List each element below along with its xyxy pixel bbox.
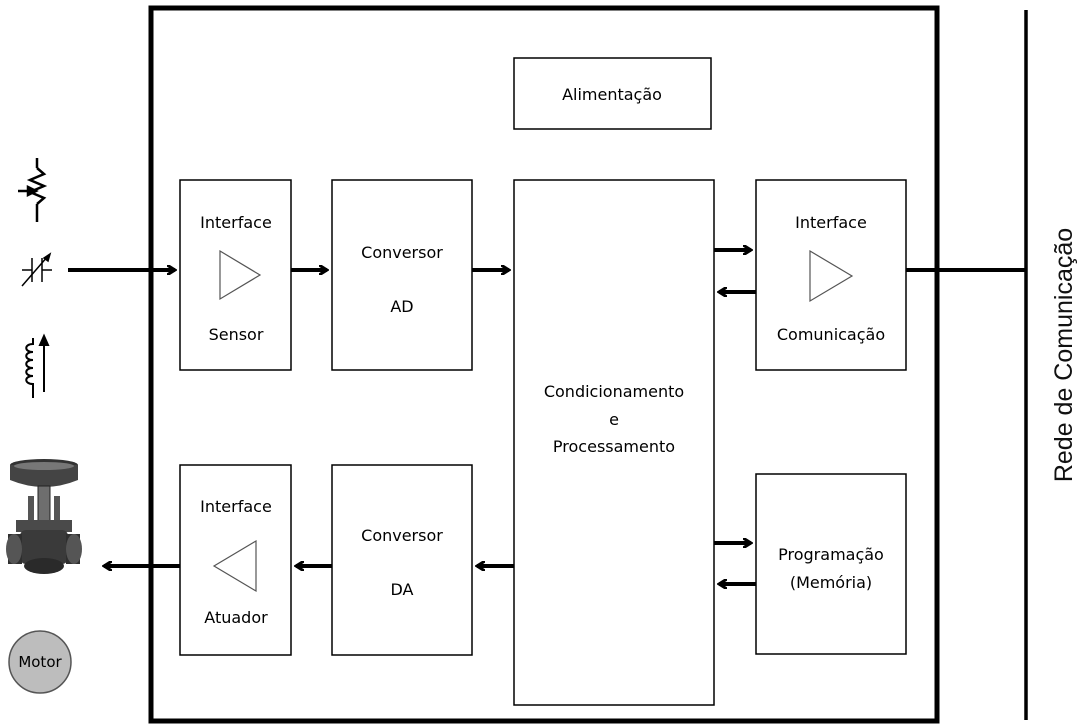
motor-label: Motor — [18, 653, 62, 671]
variable-inductor-icon — [25, 333, 50, 398]
control-valve-icon — [6, 459, 82, 574]
condicionamento-block: Condicionamento e Processamento — [513, 179, 715, 706]
interface-sensor-bottom-label: Sensor — [209, 325, 264, 344]
conversor-ad-bottom-label: AD — [390, 297, 413, 316]
motor-icon: Motor — [8, 630, 72, 694]
conversor-ad-top-label: Conversor — [361, 243, 443, 262]
device-enclosure — [148, 5, 940, 724]
programacao-block: Programação (Memória) — [755, 473, 907, 655]
alimentacao-block: Alimentação — [513, 57, 712, 130]
variable-capacitor-icon — [21, 252, 52, 287]
condicionamento-line3: Processamento — [553, 437, 675, 456]
interface-sensor-top-label: Interface — [200, 213, 272, 232]
conversor-da-block: Conversor DA — [331, 464, 473, 656]
amplifier-left-icon — [212, 539, 257, 593]
conversor-da-top-label: Conversor — [361, 526, 443, 545]
thermistor-icon — [18, 158, 48, 222]
amplifier-right-icon — [809, 249, 854, 303]
conversor-ad-block: Conversor AD — [331, 179, 473, 371]
conversor-da-bottom-label: DA — [391, 580, 414, 599]
interface-atuador-bottom-label: Atuador — [204, 608, 268, 627]
amplifier-right-icon — [219, 249, 262, 301]
interface-comunicacao-bottom-label: Comunicação — [777, 325, 885, 344]
programacao-line1: Programação — [778, 545, 884, 564]
network-label: Rede de Comunicação — [1050, 228, 1078, 482]
interface-comunicacao-top-label: Interface — [795, 213, 867, 232]
interface-sensor-block: Interface Sensor — [179, 179, 292, 371]
programacao-line2: (Memória) — [790, 573, 872, 592]
condicionamento-line2: e — [609, 410, 619, 429]
interface-comunicacao-block: Interface Comunicação — [755, 179, 907, 371]
interface-atuador-top-label: Interface — [200, 497, 272, 516]
interface-atuador-block: Interface Atuador — [179, 464, 292, 656]
condicionamento-line1: Condicionamento — [544, 382, 684, 401]
alimentacao-label: Alimentação — [562, 85, 662, 104]
